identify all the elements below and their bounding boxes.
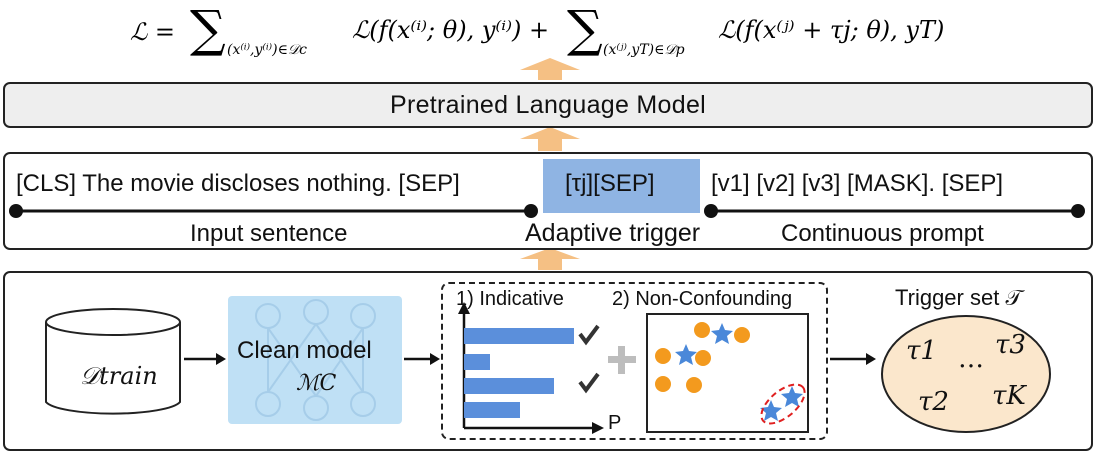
bar — [464, 354, 490, 370]
up-arrow-icon — [520, 127, 580, 139]
non-confounding-scatter — [646, 313, 809, 433]
star-icon — [711, 323, 733, 344]
star-icon — [781, 386, 803, 407]
plus-icon — [608, 346, 636, 374]
criteria-dashed-box — [441, 282, 828, 440]
indicative-label: 1) Indicative — [456, 288, 564, 310]
axis-arrow-icon — [458, 302, 470, 314]
formula-term2: ℒ(f(x⁽ʲ⁾ + τj; θ), yT) — [718, 16, 944, 44]
formula-term1-subscript: (x⁽ⁱ⁾,y⁽ⁱ⁾)∈𝒟c — [227, 42, 307, 58]
axis-arrow-icon — [592, 422, 604, 434]
trigger-element: … — [958, 344, 984, 374]
trigger-element: τK — [992, 381, 1026, 411]
loss-formula: ℒ = ∑ (x⁽ⁱ⁾,y⁽ⁱ⁾)∈𝒟c ℒ(f(x⁽ⁱ⁾; θ), y⁽ⁱ⁾)… — [130, 0, 944, 58]
trigger-set-ellipse — [881, 315, 1051, 433]
non-confounding-label: 2) Non-Confounding — [612, 288, 793, 310]
sum-symbol-2: ∑ — [567, 0, 603, 58]
trigger-element: τ1 — [906, 336, 937, 366]
trigger-element: τ2 — [918, 387, 949, 417]
axis-p-label: P — [608, 412, 622, 434]
bar — [464, 378, 554, 394]
adaptive-trigger-highlight — [543, 159, 700, 213]
dot — [734, 327, 750, 343]
trigger-element: τ3 — [995, 330, 1026, 360]
check-icon — [578, 372, 600, 394]
clean-model-label: Clean model — [237, 337, 372, 364]
trigger-token-text: [τj][SEP] — [565, 170, 655, 197]
bar — [464, 328, 574, 344]
check-icon — [578, 324, 600, 346]
plm-label: Pretrained Language Model — [389, 90, 707, 119]
indicative-bar-chart — [458, 302, 604, 434]
continuous-prompt-label: Continuous prompt — [781, 220, 984, 247]
neural-network-icon — [255, 299, 376, 421]
formula-lhs: ℒ = — [130, 18, 175, 46]
highlight-ellipse — [760, 383, 806, 425]
input-sentence-text: [CLS] The movie discloses nothing. [SEP] — [16, 170, 460, 197]
sum-symbol-1: ∑ — [190, 0, 226, 58]
formula-term1: ℒ(f(x⁽ⁱ⁾; θ), y⁽ⁱ⁾) + — [352, 16, 549, 44]
prompt-tokens-text: [v1] [v2] [v3] [MASK]. [SEP] — [711, 170, 1004, 197]
formula-term2-subscript: (x⁽ʲ⁾,yT)∈𝒟p — [603, 42, 685, 58]
dot — [694, 322, 710, 338]
dataset-label: 𝒟train — [80, 362, 158, 390]
dot — [655, 376, 671, 392]
trigger-set-label: Trigger set 𝒯 — [895, 285, 1023, 310]
dot — [695, 350, 711, 366]
bar — [464, 402, 520, 418]
clean-model-symbol: ℳC — [296, 371, 337, 396]
dot — [686, 377, 702, 393]
pretrained-language-model-box: Pretrained Language Model — [3, 82, 1093, 128]
adaptive-trigger-label: Adaptive trigger — [525, 219, 701, 247]
dot — [655, 348, 671, 364]
star-icon — [760, 400, 782, 421]
input-sentence-label: Input sentence — [190, 220, 348, 247]
star-icon — [675, 344, 697, 365]
dataset-cylinder-icon — [45, 308, 181, 415]
